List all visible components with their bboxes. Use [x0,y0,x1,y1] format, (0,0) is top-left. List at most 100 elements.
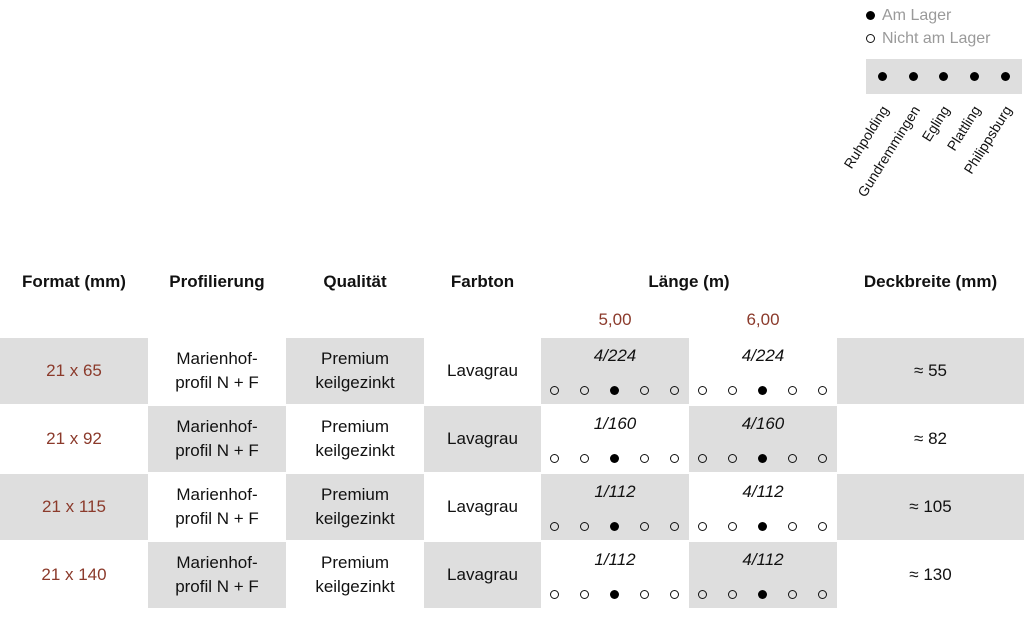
header-profile: Profilierung [169,272,265,291]
empty-dot-icon [818,454,827,463]
header-color: Farbton [450,272,515,291]
width-cell: ≈ 105 [837,474,1024,540]
quality-line: keilgezinkt [315,441,395,460]
profile-line: Marienhof- [176,349,258,368]
width-value: ≈ 82 [914,429,947,448]
empty-dot-icon [550,522,559,531]
width-value: ≈ 130 [909,565,952,584]
location-dot-icon [909,72,918,81]
stock-legend: Am Lager Nicht am Lager [866,4,991,50]
empty-dot-icon [818,590,827,599]
stock-dots [689,590,837,600]
empty-dot-icon [640,454,649,463]
color-cell: Lavagrau [424,406,541,472]
quality-cell: Premium keilgezinkt [286,406,424,472]
legend-not-in-stock: Nicht am Lager [866,27,991,50]
quality-cell: Premium keilgezinkt [286,474,424,540]
empty-dot-icon [580,522,589,531]
width-cell: ≈ 82 [837,406,1024,472]
header-length: Länge (m) [648,272,730,291]
filled-dot-icon [610,522,619,531]
color-value: Lavagrau [447,361,518,380]
location-dot-icon [939,72,948,81]
quality-cell: Premium keilgezinkt [286,542,424,608]
empty-dot-icon [550,454,559,463]
stock-dots [541,590,689,600]
width-cell: ≈ 130 [837,542,1024,608]
quality-line: Premium [320,349,389,368]
color-value: Lavagrau [447,497,518,516]
length-value: 4/112 [742,482,784,501]
profile-line: profil N + F [175,509,259,528]
header-width: Deckbreite (mm) [863,272,998,291]
empty-dot-icon [788,454,797,463]
empty-dot-icon [580,386,589,395]
filled-dot-icon [866,11,875,20]
color-value: Lavagrau [447,429,518,448]
format-cell: 21 x 65 [0,338,148,404]
format-value: 21 x 115 [42,497,106,516]
empty-dot-icon [550,590,559,599]
filled-dot-icon [758,454,767,463]
width-value: ≈ 105 [909,497,952,516]
color-cell: Lavagrau [424,474,541,540]
length-value: 4/160 [741,414,785,433]
empty-dot-icon [728,590,737,599]
format-value: 21 x 92 [46,429,102,448]
empty-dot-icon [728,386,737,395]
filled-dot-icon [610,454,619,463]
empty-dot-icon [640,522,649,531]
header-format: Format (mm) [22,272,126,291]
empty-dot-icon [698,522,707,531]
profile-line: profil N + F [175,577,259,596]
length-cell-6: 4/160 [689,406,837,472]
format-value: 21 x 65 [46,361,102,380]
color-value: Lavagrau [447,565,518,584]
empty-dot-icon [670,522,679,531]
profile-cell: Marienhof-profil N + F [148,542,286,608]
filled-dot-icon [610,386,619,395]
quality-line: keilgezinkt [315,373,395,392]
stock-dots [541,386,689,396]
format-cell: 21 x 92 [0,406,148,472]
legend-in-stock-label: Am Lager [882,6,952,24]
profile-line: Marienhof- [176,417,258,436]
width-cell: ≈ 55 [837,338,1024,404]
legend-not-in-stock-label: Nicht am Lager [882,29,991,47]
empty-dot-icon [580,454,589,463]
empty-dot-icon [818,386,827,395]
stock-dots [689,454,837,464]
profile-line: profil N + F [175,441,259,460]
stock-dots [541,454,689,464]
stock-dots [689,522,837,532]
empty-dot-icon [728,454,737,463]
location-bar [866,59,1022,94]
empty-dot-icon [580,590,589,599]
quality-line: keilgezinkt [315,577,395,596]
length-label-5: 5,00 [598,310,632,329]
length-cell-5: 1/112 [541,542,689,608]
length-value: 4/224 [593,346,637,365]
location-dot-icon [1001,72,1010,81]
quality-line: Premium [320,553,389,572]
empty-dot-icon [788,522,797,531]
filled-dot-icon [758,386,767,395]
location-dot-icon [878,72,887,81]
empty-dot-icon [550,386,559,395]
format-cell: 21 x 140 [0,542,148,608]
quality-line: Premium [320,417,389,436]
stock-dots [689,386,837,396]
profile-cell: Marienhof-profil N + F [148,474,286,540]
length-value: 4/224 [741,346,785,365]
quality-line: keilgezinkt [315,509,395,528]
length-value: 1/112 [594,550,636,569]
filled-dot-icon [758,522,767,531]
empty-dot-icon [698,386,707,395]
format-value: 21 x 140 [41,565,107,584]
empty-dot-icon [670,590,679,599]
filled-dot-icon [758,590,767,599]
color-cell: Lavagrau [424,338,541,404]
length-cell-6: 4/112 [689,542,837,608]
length-value: 1/160 [593,414,637,433]
quality-line: Premium [320,485,389,504]
